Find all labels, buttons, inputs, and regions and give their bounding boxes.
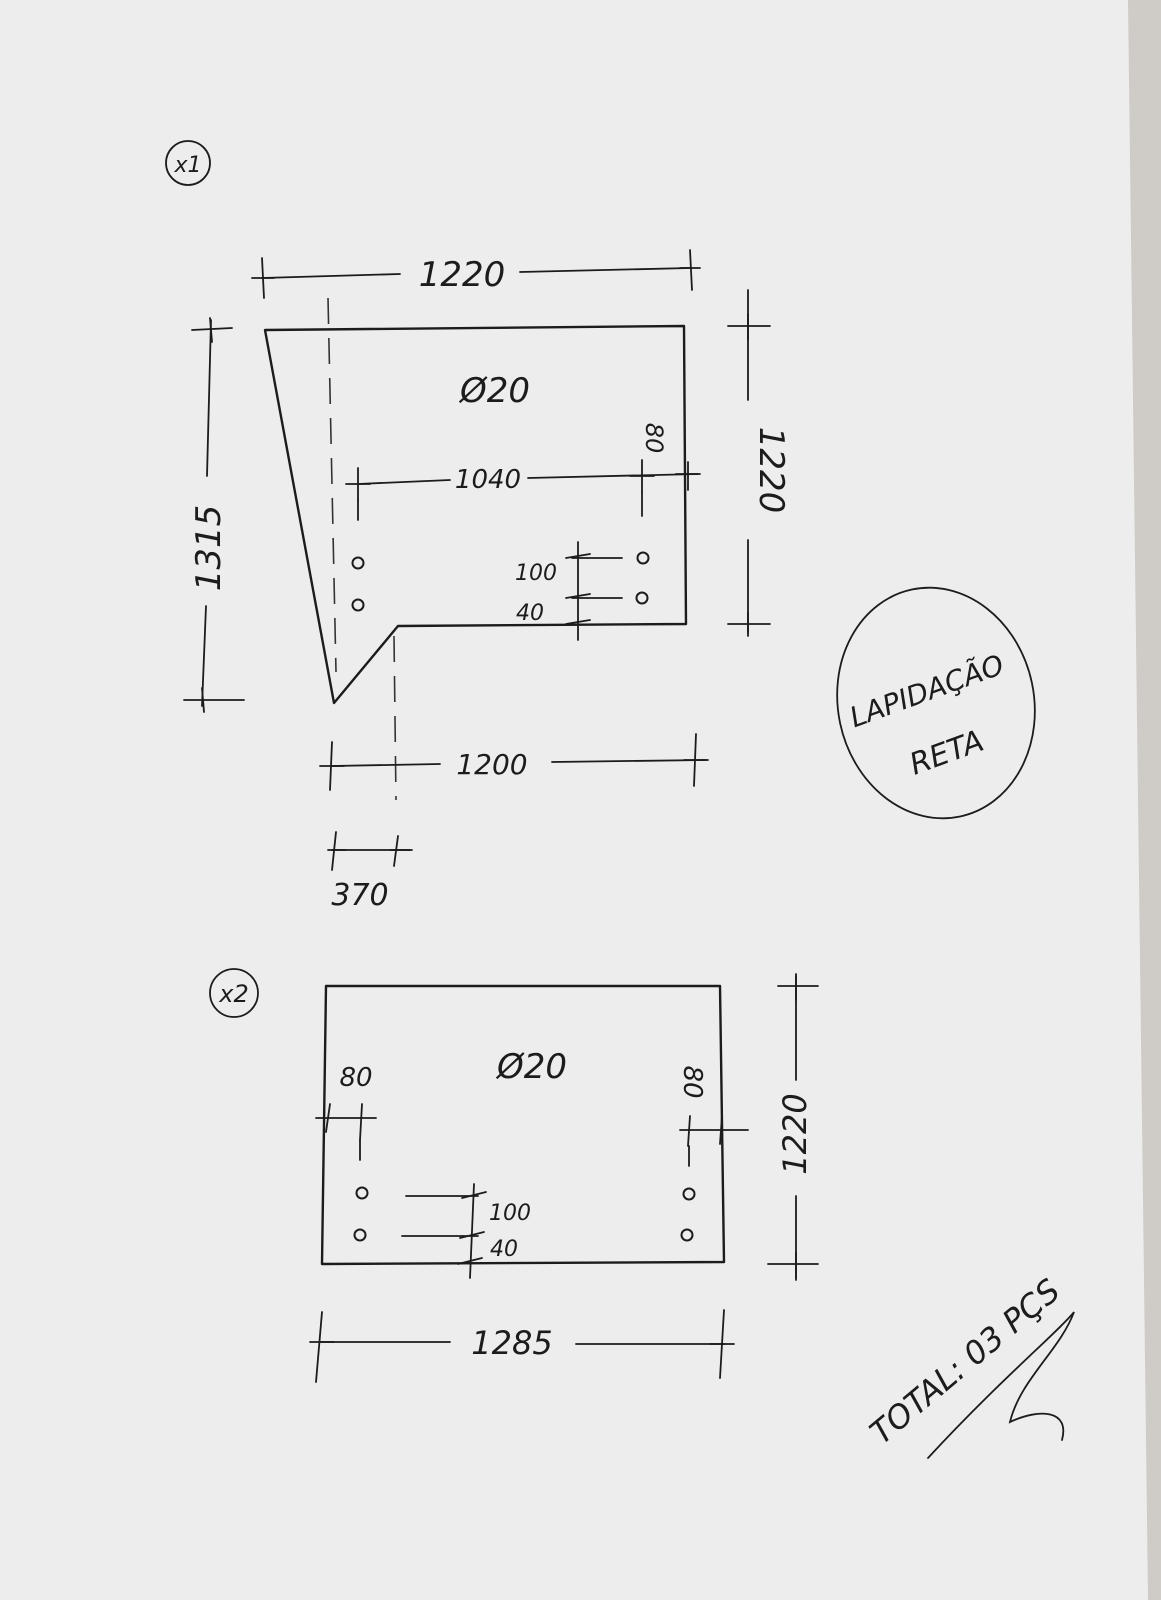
part2-dim-right-tick xyxy=(767,1251,819,1279)
part1-dim-right-tick xyxy=(727,313,771,341)
part1-dim-top-tick xyxy=(679,249,701,291)
part1-dim-bottom-line xyxy=(331,763,441,767)
part2-hole xyxy=(355,1186,369,1200)
part2-dim-edge-right: 80 xyxy=(677,1065,707,1098)
part2-hole xyxy=(353,1228,367,1242)
part1-dim-right: 1220 xyxy=(751,427,791,514)
part1-dim-offset-tick xyxy=(327,831,347,871)
part1-hole-diameter: Ø20 xyxy=(458,371,530,411)
part1-dim-offset-tick xyxy=(389,835,413,867)
part1-drawing: x1 Ø20 1220 1315 1220 xyxy=(165,140,791,913)
part2-dim-edge-right-tick xyxy=(687,1115,723,1147)
part2-hole xyxy=(682,1187,696,1201)
part2-dim-bottom: 1285 xyxy=(471,1324,552,1362)
part1-dim-edge: 80 xyxy=(640,423,668,454)
part2-dim-bottom-tick xyxy=(309,1311,335,1383)
part1-hole xyxy=(636,551,650,565)
part2-dim-right-tick xyxy=(777,973,819,1001)
part1-dim-right-tick xyxy=(727,611,771,637)
part1-dim-left-tick xyxy=(191,317,233,343)
part1-dim-hole-tick xyxy=(565,553,591,625)
part2-dim-edge-left: 80 xyxy=(339,1063,372,1093)
part1-dim-left: 1315 xyxy=(189,505,229,592)
part1-dim-left-tick xyxy=(183,687,245,713)
part2-dim-hole-line xyxy=(469,1183,475,1279)
part2-dim-edge-left-tick xyxy=(325,1103,363,1141)
part1-dim-hole-a: 100 xyxy=(515,561,557,586)
part1-dim-top-line xyxy=(519,267,691,273)
part1-dim-top-tick xyxy=(251,257,275,299)
part2-outline xyxy=(320,984,726,1266)
part1-dim-inner-line xyxy=(357,479,451,485)
part1-qty-circle xyxy=(165,140,211,186)
part1-dim-inner-line xyxy=(527,473,699,479)
part1-hole xyxy=(635,591,649,605)
part2-dim-hole-b: 40 xyxy=(490,1237,518,1262)
part2-drawing: x2 Ø20 80 80 100 40 1220 xyxy=(209,968,819,1383)
part2-dim-hole-a: 100 xyxy=(489,1201,531,1226)
part1-hole xyxy=(351,556,365,570)
part1-dim-inner: 1040 xyxy=(455,465,521,495)
part2-dim-bottom-tick xyxy=(709,1309,735,1379)
part1-dim-bottom-tick xyxy=(319,741,345,791)
part2-dim-right: 1220 xyxy=(776,1093,814,1174)
part2-hole xyxy=(680,1228,694,1242)
part1-dim-bottom-tick xyxy=(683,733,709,787)
part1-dim-top-line xyxy=(261,273,401,279)
part1-dim-top: 1220 xyxy=(419,255,506,295)
part1-hole xyxy=(351,598,365,612)
part2-hole-diameter: Ø20 xyxy=(495,1047,567,1087)
part1-dim-inner-tick xyxy=(345,467,371,501)
part1-centerline-offset xyxy=(393,635,397,801)
part2-dim-hole-tick xyxy=(457,1191,487,1265)
part1-dim-hole-b: 40 xyxy=(516,601,544,626)
part1-centerline-left xyxy=(327,297,337,673)
part1-outline xyxy=(263,324,688,705)
part1-dim-inner-tick xyxy=(675,461,701,491)
part2-qty-circle xyxy=(209,968,259,1018)
part2-qty-label: x2 xyxy=(218,980,248,1008)
part1-dim-bottom-line xyxy=(551,759,707,763)
part1-qty-label: x1 xyxy=(173,153,201,178)
part1-dim-left-line xyxy=(206,319,212,477)
part1-dim-bottom: 1200 xyxy=(456,748,527,781)
edge-finish-note-circle xyxy=(836,586,1036,820)
part1-dim-offset: 370 xyxy=(331,878,388,913)
total-flourish xyxy=(927,1311,1075,1459)
part1-dim-inner-tick xyxy=(629,459,655,493)
